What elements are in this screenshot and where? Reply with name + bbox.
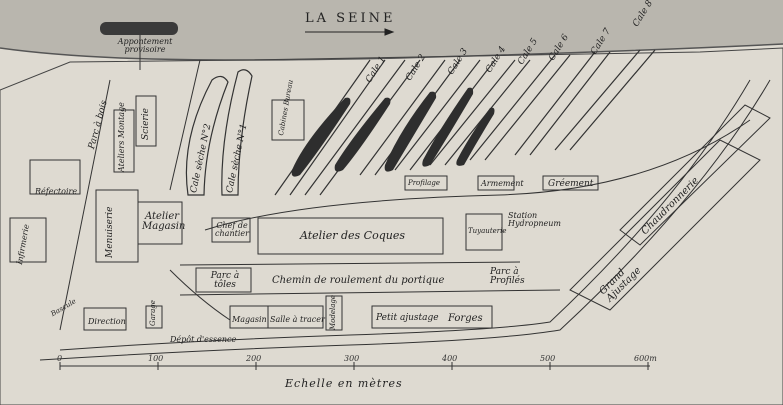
label-profilage: Profilage [408,179,440,187]
label-garage: Garage [149,300,157,326]
bldg-chaudronnerie [619,104,771,246]
dry-docks [185,69,253,196]
buildings [9,95,771,331]
pier [100,22,178,35]
bldg-garage [145,305,163,329]
label-chemin-portique: Chemin de roulement du portique [272,275,445,286]
bldg-armement [477,175,515,191]
bldg-menuiserie [95,189,139,263]
label-scierie: Scierie [141,108,151,140]
pier-label: Appontement provisoire [117,37,173,54]
scale-tick-0: 0 [57,354,63,363]
bldg-salle-tracer [267,305,324,329]
river-flow-arrow [305,28,395,36]
label-forges: Forges [448,313,483,324]
scale-tick-500: 500 [540,354,556,363]
bldg-grand-ajustage [569,139,761,311]
scale-tick-600: 600m [634,354,657,363]
scale-tick-100: 100 [148,354,164,363]
bldg-profilage [404,175,448,191]
scale-caption: Echelle en mètres [285,377,403,390]
bldg-refectoire [29,159,81,195]
scale-tick-300: 300 [344,354,360,363]
label-direction: Direction [88,317,126,326]
label-ateliers: Ateliers Montage [117,102,126,172]
label-greement: Gréement [548,179,594,189]
scale-tick-200: 200 [246,354,262,363]
scale-bar [59,362,650,370]
label-petit-ajustage: Petit ajustage [376,313,439,323]
bldg-modelage [325,295,343,331]
label-parc-toles: Parc à tôles [210,271,240,290]
scale-tick-400: 400 [442,354,458,363]
label-magasin: Magasin [232,315,267,324]
label-depot-essence: Dépôt d'essence [170,335,237,344]
river-name: LA SEINE [305,11,396,26]
bldg-atelier-magasin [137,201,183,245]
label-armement: Armement [481,179,524,188]
bldg-chef [211,217,251,243]
label-atelier-coques: Atelier des Coques [300,229,405,242]
bldg-petit-ajustage [371,305,493,329]
label-chef-chantier: Chef de chantier [215,221,249,238]
label-menuiserie: Menuiserie [105,206,115,258]
bldg-scierie [135,95,157,147]
river-seine [0,0,783,60]
bldg-parc-toles [195,267,252,293]
bldg-ateliers [113,109,135,173]
ship-hulls [291,87,495,177]
label-station-hydro: Station Hydropneum [508,211,562,228]
bldg-infirmerie [9,217,47,263]
bldg-tuyauterie [465,213,503,251]
label-tuyauterie: Tuyauterie [468,227,507,235]
bldg-greement [542,175,599,191]
bldg-direction [83,307,127,331]
bldg-cabine [271,99,305,141]
site-boundary [0,47,783,405]
label-parc-profiles: Parc à Profilés [490,267,525,286]
label-modelage: Modelage [329,294,337,330]
rail-tracks [39,59,771,361]
bldg-atelier-coques [257,217,444,255]
label-atelier-magasin: Atelier Magasin [142,211,186,232]
label-salle-tracer: Salle à tracer [270,315,325,324]
label-refectoire: Réfectoire [35,187,78,196]
